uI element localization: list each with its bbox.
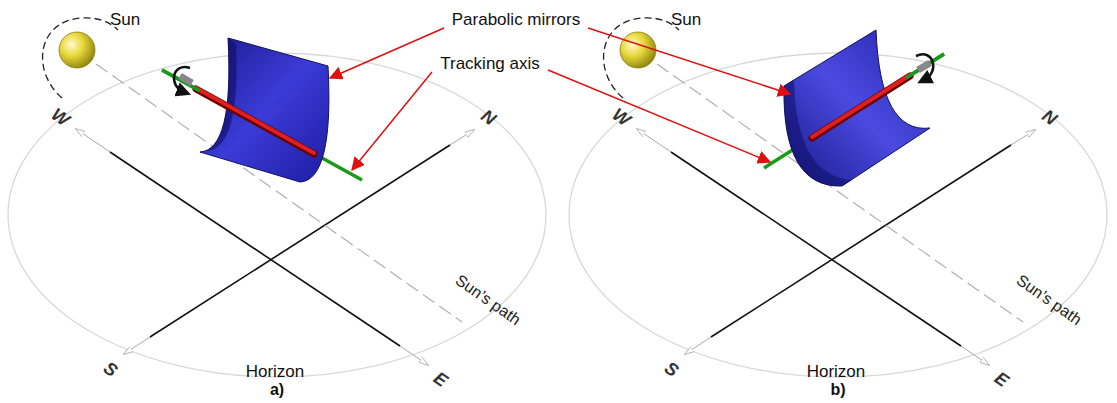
compass-letter: W	[47, 105, 72, 131]
compass-letter: S	[99, 358, 120, 381]
west-pointer	[76, 129, 110, 152]
compass-letter: E	[990, 368, 1011, 391]
callout-label: Tracking axis	[440, 55, 540, 74]
receiver-tube	[812, 76, 910, 138]
west-pointer	[637, 129, 671, 152]
south-pointer	[124, 337, 150, 354]
callout-leaders	[330, 28, 790, 170]
compass-letter: N	[1038, 106, 1060, 130]
axis-bearing	[918, 63, 930, 70]
sun	[59, 32, 95, 68]
sun-label: Sun	[110, 11, 140, 30]
tracking-axis-end	[162, 70, 200, 91]
rotation-arrow	[916, 54, 933, 80]
sun-arc	[43, 18, 118, 98]
receiver-tube-highlight	[812, 75, 910, 137]
leader-line	[588, 28, 790, 94]
east-pointer	[400, 346, 428, 365]
leader-line	[548, 70, 770, 162]
path-label: Sun’s path	[452, 271, 524, 329]
compass-letter: N	[477, 106, 499, 130]
receiver-tube	[196, 89, 314, 154]
rotation-arrow	[174, 67, 190, 92]
east-pointer	[961, 346, 989, 365]
north-pointer	[450, 130, 474, 145]
south-pointer	[685, 337, 711, 354]
leader-line	[352, 72, 432, 170]
receiver-tube-highlight	[196, 88, 314, 153]
compass-letter: W	[608, 105, 633, 131]
sun-label: Sun	[671, 11, 701, 30]
tracking-axis-end	[906, 54, 944, 78]
leader-line	[330, 28, 444, 78]
panel-label: b)	[830, 381, 845, 399]
compass-letter: S	[660, 358, 681, 381]
parabolic-mirror	[200, 38, 329, 182]
panel-label: a)	[270, 381, 284, 399]
parabolic-mirror	[784, 30, 930, 186]
north-pointer	[1011, 130, 1035, 145]
sun-arc	[604, 18, 679, 98]
callout-label: Parabolic mirrors	[452, 11, 580, 30]
panel-b	[569, 18, 1107, 377]
sun	[620, 32, 656, 68]
axis-bearing	[180, 76, 192, 83]
west-east-line	[110, 152, 400, 346]
horizon-label: Horizon	[246, 363, 305, 382]
panel-a	[8, 18, 546, 377]
path-label: Sun’s path	[1013, 271, 1085, 329]
horizon-label: Horizon	[807, 363, 866, 382]
compass-letter: E	[429, 368, 450, 391]
